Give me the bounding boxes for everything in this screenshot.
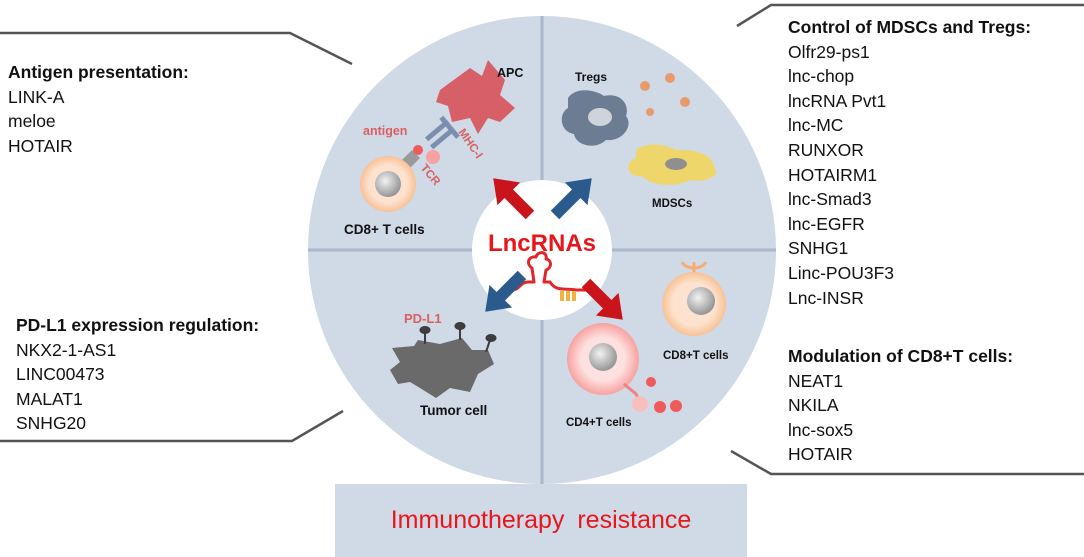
cd4-tail-bulb [632, 396, 648, 412]
lncrna-item: MALAT1 [16, 388, 83, 409]
mhc-receptor [424, 115, 460, 150]
treg-nucleus [588, 108, 612, 126]
lncrna-mark-3 [572, 291, 576, 301]
lncrna-item: Lnc-INSR [788, 287, 864, 308]
lncrna-item: Olfr29-ps1 [788, 41, 870, 62]
cd8-tcell-nucleus [375, 171, 401, 197]
cd8-cell-label: CD8+T cells [663, 350, 729, 362]
lncrna-item: meloe [8, 111, 56, 132]
lncrna-item: lnc-EGFR [788, 213, 865, 234]
cd8-cell-nucleus [687, 287, 715, 315]
pdl1-label: PD-L1 [404, 311, 442, 326]
tumor-cell [390, 338, 494, 398]
cd4-cell-nucleus [589, 343, 617, 371]
cytokine-dot-3 [680, 97, 690, 107]
pdl1-receptors [419, 322, 497, 353]
lncrna-item: HOTAIR [8, 135, 73, 156]
lncrna-item: lnc-sox5 [788, 419, 854, 440]
callout-line-cd8 [730, 449, 1084, 476]
arrow-to-tumor [485, 270, 527, 312]
pdl1-regulation-heading: PD-L1 expression regulation: [16, 315, 260, 335]
lncrna-item: NEAT1 [788, 370, 844, 391]
apc-cell [436, 60, 515, 134]
mdsc-tregs-block: Control of MDSCs and Tregs: Olfr29-ps1 ln… [788, 15, 1031, 310]
tregs-label: Tregs [575, 70, 607, 84]
lncrna-item: lncRNA Pvt1 [788, 90, 887, 111]
cd8-tcell-label: CD8+ T cells [344, 222, 425, 237]
cd8-cup [680, 261, 708, 270]
cd4-cell-label: CD4+T cells [566, 417, 632, 429]
cytokine-dot-2 [665, 73, 675, 83]
lncrna-item: lnc-Smad3 [788, 189, 872, 210]
callout-line-antigen [0, 31, 353, 66]
lncrna-item: RUNXOR [788, 139, 864, 160]
secretion-dot-2 [654, 401, 666, 413]
mdsc-tregs-list: Olfr29-ps1 lnc-chop lncRNA Pvt1 lnc-MC RUNXO… [788, 40, 1031, 311]
lncrna-item: HOTAIR [788, 444, 853, 465]
secretion-dot-3 [670, 400, 682, 412]
secretion-dot-1 [646, 377, 656, 387]
lncrna-item: Linc-POU3F3 [788, 262, 895, 283]
tumor-label: Tumor cell [420, 403, 487, 418]
arrow-to-suppressor [550, 178, 592, 220]
callout-line-pdl1 [0, 409, 344, 443]
arrow-to-apc [493, 178, 535, 220]
lncrna-item: NKX2-1-AS1 [16, 339, 117, 360]
cd8-modulation-heading: Modulation of CD8+T cells: [788, 346, 1014, 366]
arrow-to-tcells [581, 278, 623, 320]
lncrna-item: lnc-chop [788, 66, 855, 87]
mdsc-nucleus [665, 158, 687, 170]
lncrna-item: NKILA [788, 395, 839, 416]
lncrna-item: SNHG20 [16, 413, 87, 434]
lncrna-mark-2 [566, 291, 570, 301]
cytokine-dot-4 [646, 108, 654, 116]
mdscs-label: MDSCs [652, 198, 692, 210]
lncrna-item: LINK-A [8, 86, 65, 107]
antigen-dot-1 [413, 145, 423, 155]
cytokine-dot-1 [640, 81, 650, 91]
immunotherapy-resistance-label: Immunotherapy resistance [335, 484, 747, 557]
callout-line-mdsc [736, 3, 1084, 28]
antigen-label: antigen [363, 124, 407, 138]
lncrna-item: LINC00473 [16, 364, 105, 385]
antigen-presentation-heading: Antigen presentation: [8, 62, 189, 82]
lncrna-mark-1 [560, 291, 564, 301]
center-title: LncRNAs [488, 230, 596, 257]
lncrna-item: lnc-MC [788, 115, 844, 136]
lncrna-item: HOTAIRM1 [788, 164, 878, 185]
antigen-dot-2 [426, 150, 440, 164]
apc-label: APC [497, 66, 523, 80]
lncrna-item: SNHG1 [788, 238, 849, 259]
mdsc-tregs-heading: Control of MDSCs and Tregs: [788, 17, 1032, 37]
lncrna-icon [511, 251, 590, 292]
